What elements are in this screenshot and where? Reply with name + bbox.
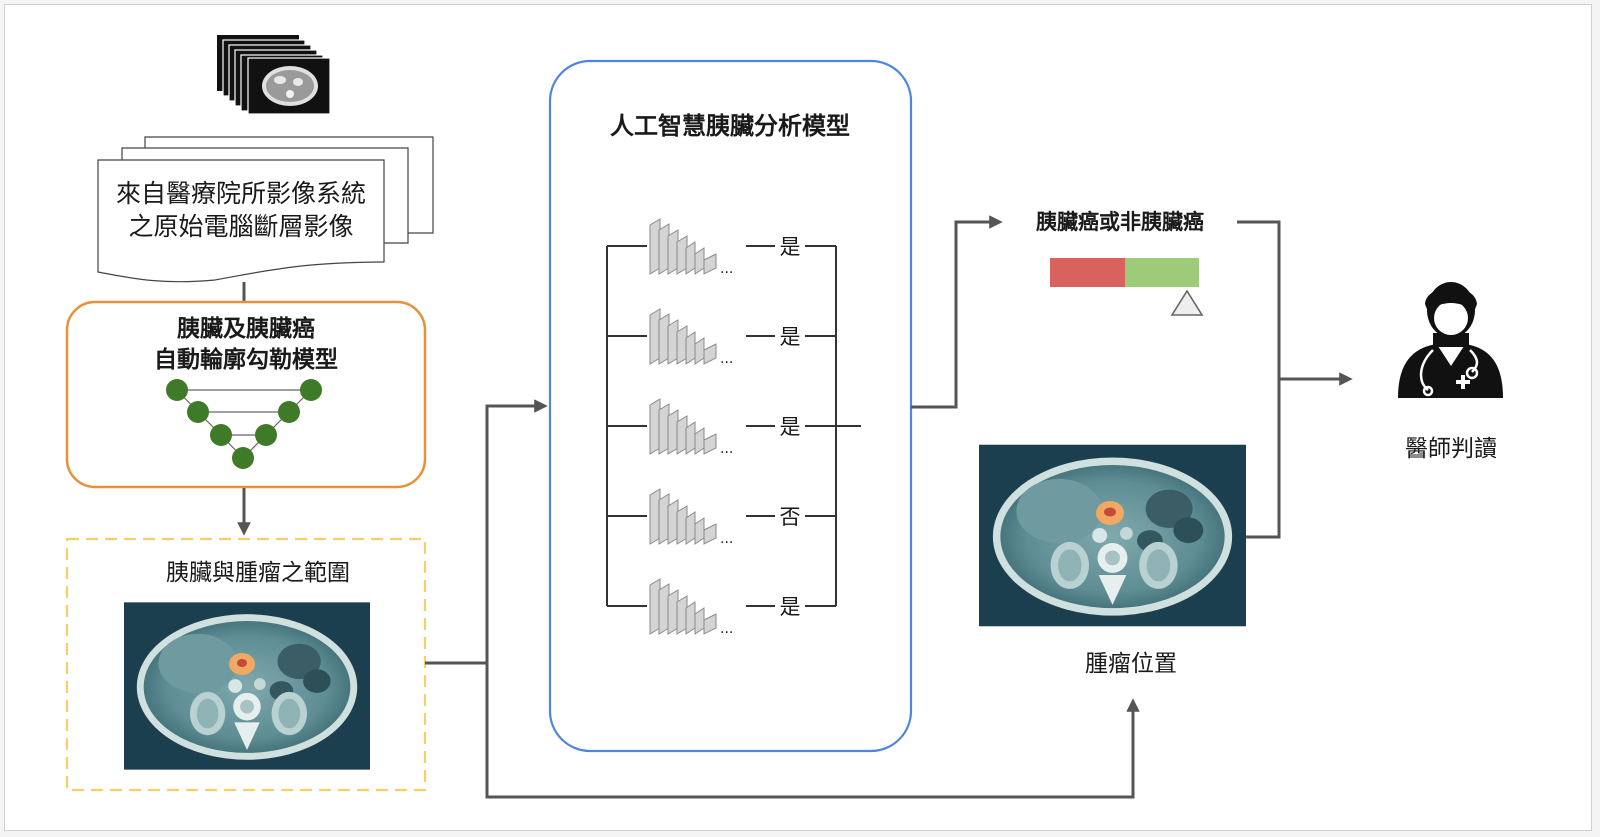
cnn-layers-icon [649,488,717,545]
branch-result: 是 [780,325,801,349]
tumor-location-label: 腫瘤位置 [1085,651,1177,677]
document-stack [97,136,434,283]
branch-result: 否 [780,505,801,529]
branch-result: 是 [780,235,801,259]
ellipsis: ... [720,531,733,547]
ai-model-title: 人工智慧胰臟分析模型 [610,112,850,140]
ensemble-branch: ... 是 [607,578,836,637]
region-ct-image [124,602,370,770]
branch-result: 是 [780,415,801,439]
arrow-to-tumor-location [485,663,1140,799]
segmentation-model-box [65,300,427,489]
arrow-to-ai-model [425,399,548,665]
pointer-triangle-icon [1170,289,1204,316]
segmentation-line-1: 胰臟及胰臟癌 [176,315,315,342]
doctor-label: 醫師判讀 [1405,436,1497,462]
ensemble-branches: ... 是... 是... 是... 否... 是 [606,218,861,637]
branch-result: 是 [780,595,801,619]
arrow-to-classification [911,215,1003,409]
cnn-layers-icon [649,398,717,455]
ct-image-stack [217,35,331,115]
ellipsis: ... [720,351,733,367]
region-label: 胰臟與腫瘤之範圍 [166,560,350,586]
ensemble-branch: ... 是 [607,218,836,277]
ai-model-box [548,59,913,753]
source-line-2: 之原始電腦斷層影像 [128,212,353,241]
ensemble-branch: ... 是 [607,308,836,367]
doctor-icon [1398,282,1503,398]
classification-label: 胰臟癌或非胰臟癌 [1036,210,1204,234]
ellipsis: ... [720,261,733,277]
probability-bar [1050,258,1204,316]
ensemble-branch: ... 否 [607,488,836,547]
ensemble-branch: ... 是 [607,398,836,457]
ellipsis: ... [720,441,733,457]
unet-network-icon [166,379,322,469]
cnn-layers-icon [649,308,717,365]
cnn-layers-icon [649,218,717,275]
segmentation-line-2: 自動輪廓勾勒模型 [154,346,338,373]
tumor-location-ct-image [979,444,1246,627]
source-line-1: 來自醫療院所影像系統 [116,179,366,208]
cnn-layers-icon [649,578,717,635]
ellipsis: ... [720,621,733,637]
